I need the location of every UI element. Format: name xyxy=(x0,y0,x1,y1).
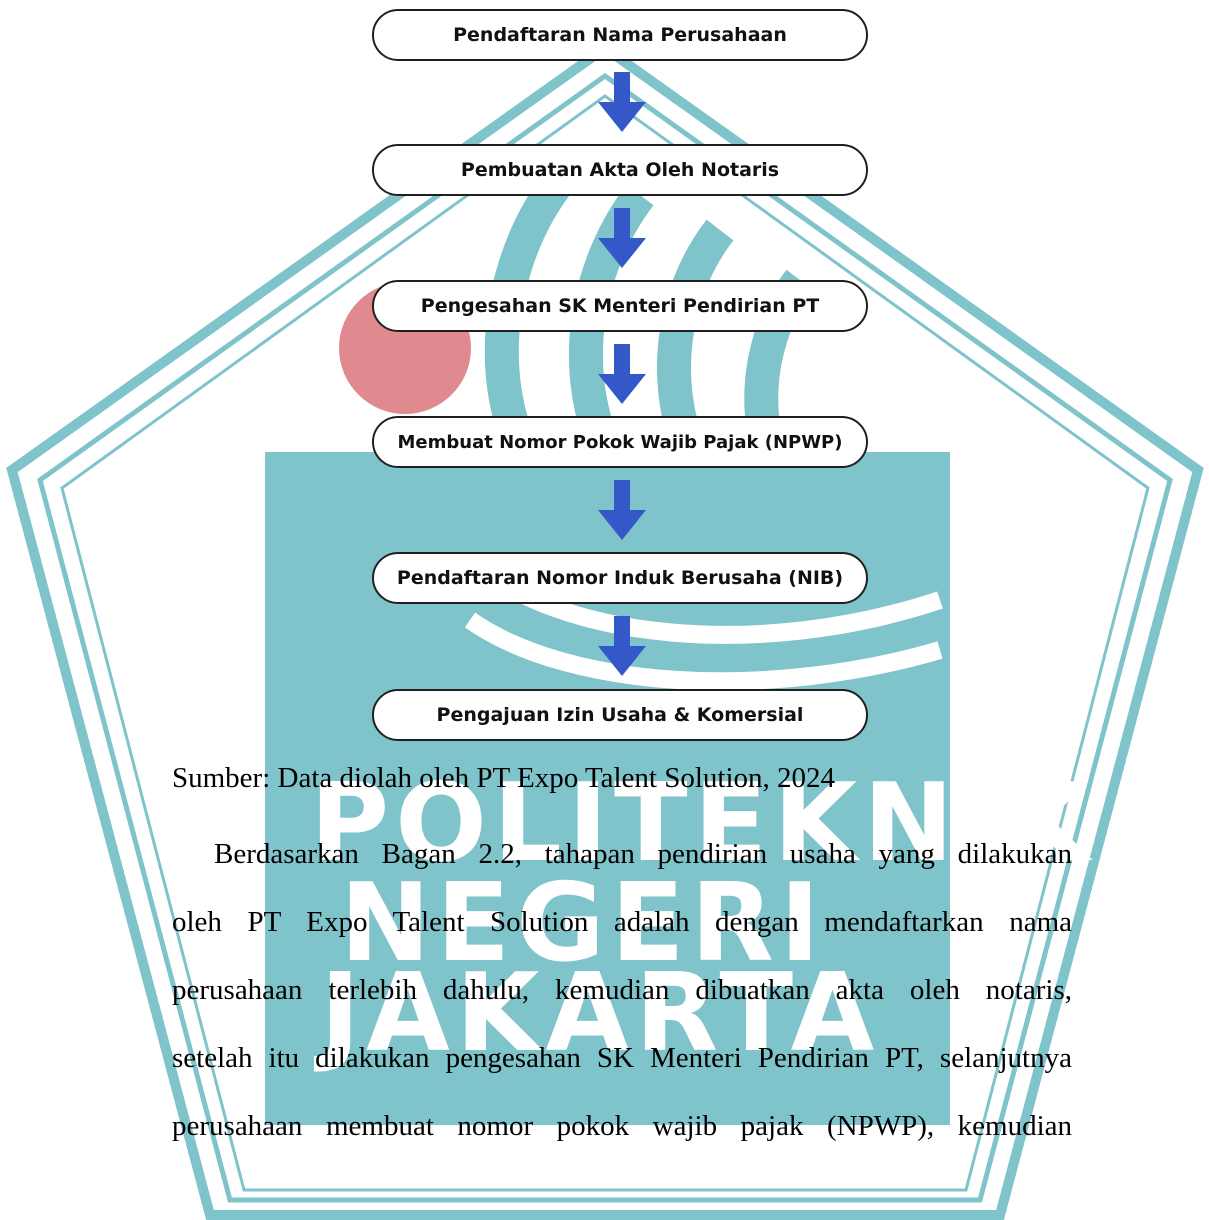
down-arrow-icon xyxy=(598,208,646,268)
down-arrow-icon xyxy=(598,616,646,676)
watermark-word-politeknik: POLITEKNIK xyxy=(310,761,1096,886)
flow-step-6: Pengajuan Izin Usaha & Komersial xyxy=(372,689,868,741)
watermark-word-jakarta: JAKARTA xyxy=(320,951,881,1076)
watermark-word-negeri: NEGERI xyxy=(340,861,826,986)
paragraph-line: Berdasarkan Bagan 2.2, tahapan pendirian… xyxy=(214,838,1072,870)
flow-step-4: Membuat Nomor Pokok Wajib Pajak (NPWP) xyxy=(372,416,868,468)
paragraph-line: setelah itu dilakukan pengesahan SK Ment… xyxy=(172,1042,1072,1074)
flow-step-2: Pembuatan Akta Oleh Notaris xyxy=(372,144,868,196)
flow-step-3: Pengesahan SK Menteri Pendirian PT xyxy=(372,280,868,332)
establishment-flowchart: Pendaftaran Nama Perusahaan Pembuatan Ak… xyxy=(372,9,868,741)
down-arrow-icon xyxy=(598,344,646,404)
body-paragraph: Berdasarkan Bagan 2.2, tahapan pendirian… xyxy=(172,820,1072,1160)
paragraph-line: oleh PT Expo Talent Solution adalah deng… xyxy=(172,906,1072,938)
figure-source-caption: Sumber: Data diolah oleh PT Expo Talent … xyxy=(172,762,836,794)
flow-step-1: Pendaftaran Nama Perusahaan xyxy=(372,9,868,61)
flow-step-5: Pendaftaran Nomor Induk Berusaha (NIB) xyxy=(372,552,868,604)
paragraph-line: perusahaan membuat nomor pokok wajib paj… xyxy=(172,1110,1072,1142)
down-arrow-icon xyxy=(598,72,646,132)
down-arrow-icon xyxy=(598,480,646,540)
paragraph-line: perusahaan terlebih dahulu, kemudian dib… xyxy=(172,974,1072,1006)
